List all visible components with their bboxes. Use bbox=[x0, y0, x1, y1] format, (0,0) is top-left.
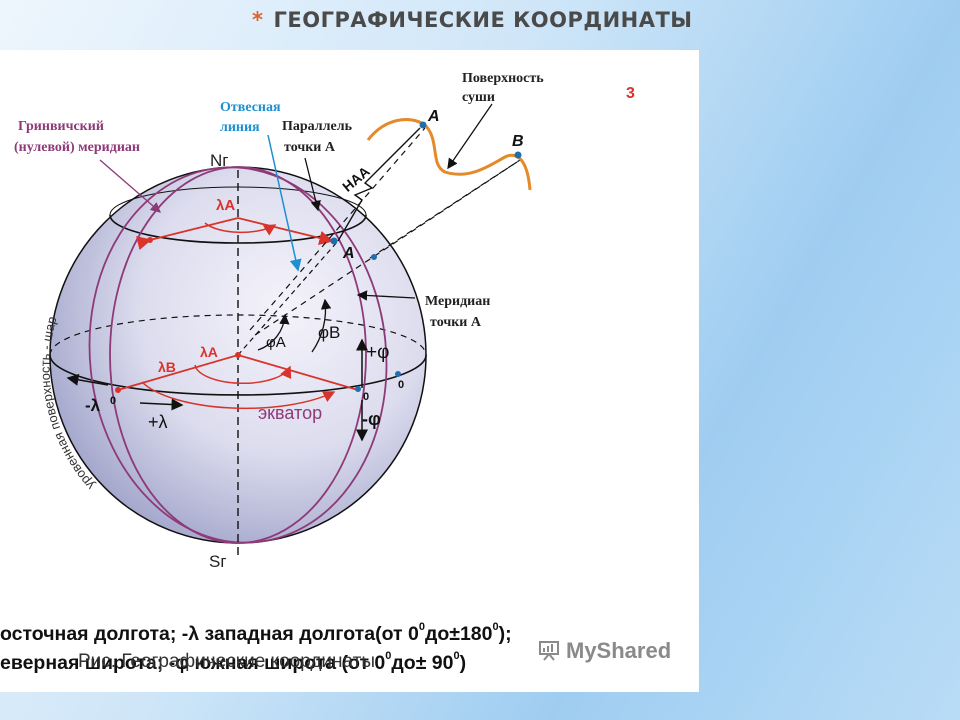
lambda-arc-mid bbox=[194, 364, 292, 385]
minus-lambda-label: -λ bbox=[85, 396, 101, 415]
point-equator-a bbox=[355, 386, 361, 392]
point-b-surface bbox=[514, 151, 522, 159]
phi-b-arc bbox=[311, 298, 332, 353]
plumb-label-2: линия bbox=[220, 120, 260, 135]
slide-title-text: ГЕОГРАФИЧЕСКИЕ КООРДИНАТЫ bbox=[273, 8, 693, 32]
lambda-b-label: λB bbox=[158, 359, 176, 375]
projection-line-b2 bbox=[369, 159, 521, 259]
point-a-label: A bbox=[427, 108, 440, 125]
north-label: Nг bbox=[210, 151, 228, 170]
projection-line-a bbox=[249, 127, 426, 331]
watermark-text: MyShared bbox=[566, 638, 672, 663]
phi-a-label: φA bbox=[266, 334, 286, 351]
latitude-formula: еверная широта; -φ южная широта (от 00до… bbox=[0, 650, 467, 674]
figure-number: 3 bbox=[626, 85, 635, 102]
point-center bbox=[235, 352, 241, 358]
plus-phi-label: +φ bbox=[366, 342, 389, 363]
greenwich-label-1: Гринвичский bbox=[18, 119, 104, 134]
parallel-label-2: точки А bbox=[284, 140, 336, 155]
parallel-red-right bbox=[237, 217, 334, 245]
parallel-red-left bbox=[136, 217, 239, 251]
plumb-pointer bbox=[267, 134, 302, 272]
surface-label-2: суши bbox=[462, 90, 495, 105]
south-label: Sг bbox=[209, 552, 227, 571]
height-line bbox=[337, 127, 421, 242]
plumb-label-1: Отвесная bbox=[220, 100, 281, 115]
minus-lambda-arrow bbox=[66, 373, 109, 386]
parallel-label-1: Параллель bbox=[282, 119, 353, 134]
zero-greenwich: 0 bbox=[110, 395, 116, 407]
surface-label-1: Поверхность bbox=[462, 71, 544, 86]
point-a-globe bbox=[330, 237, 338, 245]
globe-diagram: Гринвичский (нулевой) меридиан Отвесная … bbox=[14, 71, 635, 571]
lambda-arc-b bbox=[141, 381, 336, 410]
surface-pointer bbox=[447, 103, 493, 170]
point-greenwich-parallel bbox=[147, 237, 153, 243]
lambda-arc-top bbox=[204, 222, 277, 236]
plus-lambda-arrow bbox=[139, 398, 184, 411]
land-surface bbox=[366, 118, 532, 191]
figure-caption: Рис. Географические координаты bbox=[78, 651, 376, 672]
slide-title: * ГЕОГРАФИЧЕСКИЕ КООРДИНАТЫ bbox=[252, 8, 693, 32]
minus-phi-label: -φ bbox=[362, 409, 381, 429]
point-b-globe bbox=[371, 254, 377, 260]
figure-panel: Гринвичский (нулевой) меридиан Отвесная … bbox=[0, 50, 699, 692]
point-equator-b bbox=[395, 371, 401, 377]
meridian-pointer bbox=[356, 290, 416, 301]
center-to-a bbox=[237, 240, 339, 356]
longitude-formula: осточная долгота; -λ западная долгота(от… bbox=[0, 621, 512, 645]
point-greenwich-equator bbox=[115, 387, 121, 393]
title-bar: * ГЕОГРАФИЧЕСКИЕ КООРДИНАТЫ bbox=[0, 0, 960, 48]
greenwich-label-2: (нулевой) меридиан bbox=[14, 140, 140, 155]
parallel-pointer bbox=[304, 157, 321, 212]
meridian-label-2: точки А bbox=[430, 315, 482, 330]
phi-a-arc bbox=[257, 313, 290, 351]
lambda-a-mid-label: λA bbox=[200, 344, 218, 360]
meridian-label-1: Меридиан bbox=[425, 294, 490, 309]
point-b-label: B bbox=[512, 133, 524, 150]
phi-b-label: φB bbox=[318, 323, 340, 342]
plus-lambda-label: +λ bbox=[148, 412, 168, 432]
lambda-a-top-label: λA bbox=[216, 197, 235, 214]
meridian-a bbox=[88, 166, 388, 544]
greenwich-pointer bbox=[99, 159, 161, 213]
presentation-icon bbox=[539, 641, 559, 661]
equator-label: экватор bbox=[258, 403, 322, 423]
zero-equator-a: 0 bbox=[363, 391, 369, 403]
point-a-surface bbox=[419, 121, 427, 129]
bullet-star: * bbox=[252, 8, 264, 32]
watermark: MyShared bbox=[538, 638, 671, 664]
point-a-globe-label: A bbox=[342, 245, 355, 262]
zero-equator-b: 0 bbox=[398, 379, 404, 391]
